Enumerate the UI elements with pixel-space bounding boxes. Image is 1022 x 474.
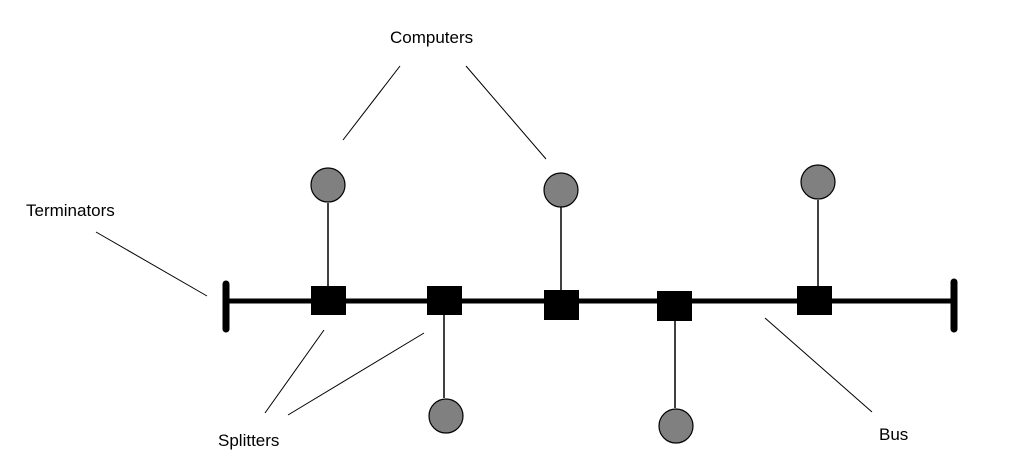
computer-node: [428, 398, 464, 434]
callout-line-computers-left: [342, 65, 401, 141]
callout-line-bus: [764, 317, 873, 413]
computer-node: [543, 172, 579, 208]
computer-node: [310, 167, 346, 203]
label-terminators: Terminators: [26, 201, 115, 220]
splitter: [544, 290, 579, 320]
label-splitters: Splitters: [218, 431, 279, 450]
callout-line-terminators: [95, 231, 208, 297]
callout-line-splitters-right: [287, 332, 425, 416]
splitter: [311, 286, 346, 315]
computer-node: [800, 164, 836, 200]
label-bus: Bus: [879, 425, 908, 444]
label-computers: Computers: [390, 28, 473, 47]
callout-line-computers-right: [465, 65, 547, 160]
splitter: [657, 291, 692, 321]
splitter: [427, 286, 462, 315]
callout-line-splitters-left: [264, 329, 325, 414]
computer-node: [658, 408, 694, 444]
splitter: [797, 286, 832, 315]
